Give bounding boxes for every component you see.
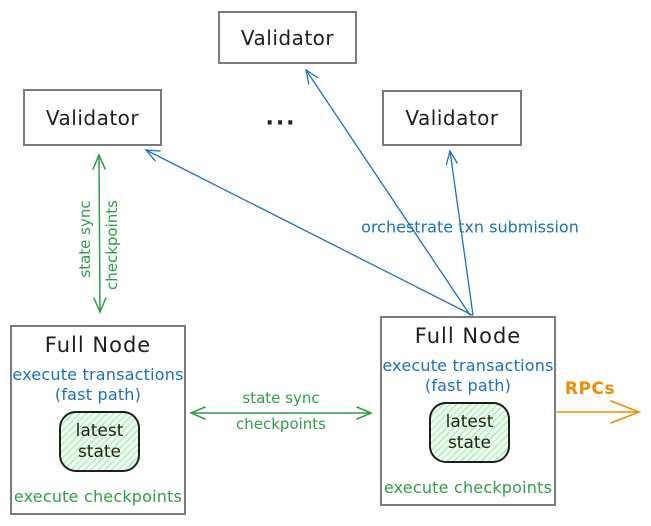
- full-node-box-right: Full Node execute transactions (fast pat…: [380, 316, 556, 506]
- latest-state-left-line2: state: [77, 441, 122, 462]
- state-sync-vertical-label-line1: state sync: [76, 200, 94, 278]
- state-sync-horizontal-label-line1: state sync: [242, 389, 320, 407]
- validator-top-label: Validator: [240, 25, 335, 50]
- full-node-box-left: Full Node execute transactions (fast pat…: [10, 325, 186, 515]
- full-node-left-fast-path: (fast path): [54, 385, 142, 404]
- orchestrate-txn-submission-label: orchestrate txn submission: [361, 217, 579, 237]
- full-node-right-title: Full Node: [414, 324, 522, 348]
- latest-state-box-right: latest state: [429, 402, 510, 463]
- state-sync-vertical-label-line2: checkpoints: [103, 200, 121, 290]
- state-sync-vertical-arrow: [92, 153, 107, 314]
- validator-box-left: Validator: [23, 89, 162, 146]
- full-node-left-execute-transactions: execute transactions: [12, 365, 184, 384]
- validators-ellipsis: ...: [265, 105, 297, 131]
- full-node-right-fast-path: (fast path): [424, 376, 512, 395]
- validator-box-right: Validator: [382, 90, 522, 146]
- full-node-right-execute-checkpoints: execute checkpoints: [383, 478, 553, 497]
- state-sync-horizontal-label-line2: checkpoints: [236, 415, 326, 433]
- full-node-right-execute-transactions: execute transactions: [382, 356, 554, 375]
- latest-state-left-line1: latest: [75, 421, 124, 442]
- rpcs-label: RPCs: [564, 379, 616, 399]
- latest-state-right-line2: state: [447, 432, 492, 453]
- validator-left-label: Validator: [45, 105, 140, 130]
- validator-right-label: Validator: [405, 106, 499, 130]
- full-node-left-title: Full Node: [44, 333, 152, 357]
- latest-state-box-left: latest state: [59, 411, 140, 472]
- full-node-left-execute-checkpoints: execute checkpoints: [13, 487, 183, 506]
- validator-box-top: Validator: [218, 11, 357, 64]
- latest-state-right-line1: latest: [445, 412, 494, 433]
